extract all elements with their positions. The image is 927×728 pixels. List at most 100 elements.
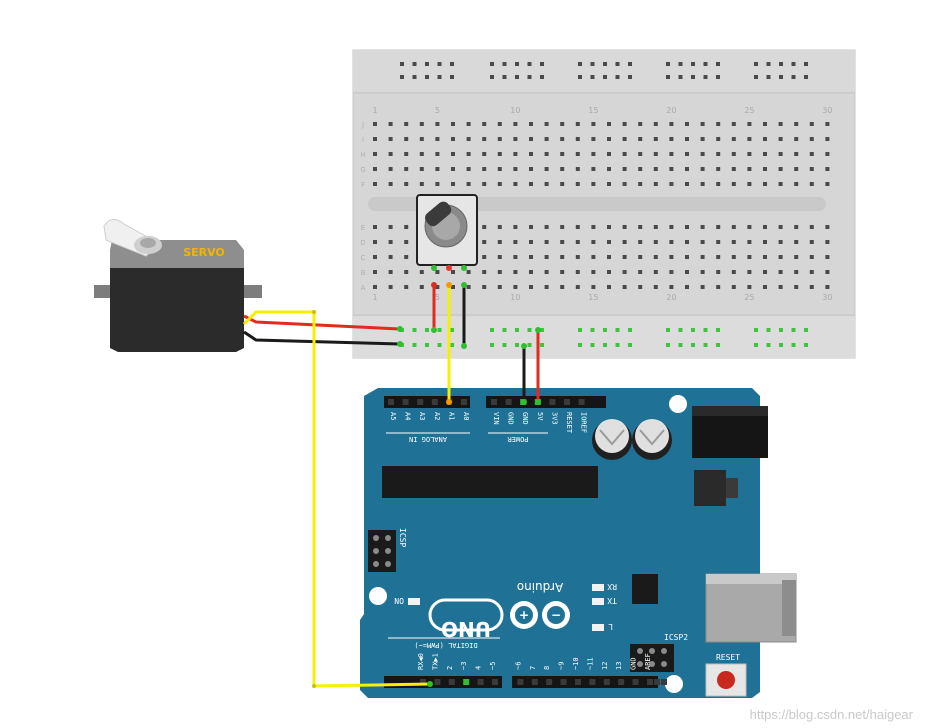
breadboard-hole xyxy=(716,182,721,186)
row-letter: B xyxy=(361,269,366,277)
breadboard-hole xyxy=(607,240,611,244)
breadboard-hole xyxy=(685,122,689,126)
breadboard-hole xyxy=(560,240,565,244)
usb-interface-chip xyxy=(632,574,658,604)
breadboard-hole xyxy=(794,225,799,229)
breadboard-hole xyxy=(700,167,705,171)
pin-label: A2 xyxy=(433,412,441,420)
breadboard-hole xyxy=(388,270,393,274)
arduino-logo: UNO + − Arduino xyxy=(428,580,570,641)
breadboard-hole xyxy=(578,62,582,66)
breadboard-hole xyxy=(763,182,767,186)
breadboard-hole xyxy=(638,255,643,259)
breadboard-hole xyxy=(560,225,565,229)
breadboard-hole xyxy=(529,285,533,289)
breadboard-hole xyxy=(685,225,689,229)
breadboard-hole xyxy=(527,75,532,79)
pin-label: 12 xyxy=(601,662,609,670)
breadboard-hole xyxy=(482,122,487,126)
reset-label: RESET xyxy=(716,653,740,662)
icsp2-pin xyxy=(661,648,667,654)
breadboard-hole xyxy=(544,122,549,126)
breadboard-hole xyxy=(825,167,830,171)
breadboard-hole xyxy=(451,122,455,126)
column-number: 10 xyxy=(510,106,520,115)
breadboard-hole xyxy=(544,167,549,171)
pin-label: A5 xyxy=(389,412,397,420)
breadboard-hole xyxy=(544,255,549,259)
icsp-pin xyxy=(373,535,379,541)
breadboard-hole xyxy=(578,328,582,332)
breadboard-hole xyxy=(373,152,377,156)
breadboard-hole xyxy=(482,240,487,244)
breadboard-hole xyxy=(513,225,518,229)
breadboard-hole xyxy=(482,225,487,229)
breadboard-hole xyxy=(515,343,519,347)
breadboard-hole xyxy=(502,62,507,66)
header-pin xyxy=(578,399,585,405)
breadboard-hole xyxy=(419,167,424,171)
reset-button[interactable] xyxy=(705,663,747,697)
breadboard-hole xyxy=(540,75,544,79)
breadboard-hole xyxy=(778,270,783,274)
breadboard-hole xyxy=(766,75,771,79)
pin-label: TX▶1 xyxy=(431,653,439,670)
breadboard-hole xyxy=(779,62,783,66)
breadboard-hole xyxy=(809,270,814,274)
breadboard-hole xyxy=(638,137,643,141)
breadboard-hole xyxy=(825,152,830,156)
breadboard-hole xyxy=(622,270,627,274)
breadboard-hole xyxy=(716,137,721,141)
breadboard-hole xyxy=(490,75,494,79)
breadboard-hole xyxy=(435,122,440,126)
capacitor xyxy=(592,419,632,460)
breadboard-hole xyxy=(497,152,502,156)
breadboard-hole xyxy=(603,328,607,332)
column-number: 5 xyxy=(435,293,440,302)
breadboard-hole xyxy=(669,167,674,171)
breadboard-hole xyxy=(591,182,596,186)
breadboard-hole xyxy=(607,182,611,186)
breadboard-hole xyxy=(490,62,494,66)
header-pin xyxy=(654,679,660,685)
breadboard-hole xyxy=(515,328,519,332)
breadboard-hole xyxy=(482,270,487,274)
breadboard-hole xyxy=(716,255,721,259)
column-number: 30 xyxy=(822,106,832,115)
breadboard-hole xyxy=(691,62,695,66)
breadboard-hole xyxy=(716,75,720,79)
breadboard-hole xyxy=(622,255,627,259)
breadboard-hole xyxy=(590,62,595,66)
icsp-pin xyxy=(373,548,379,554)
column-number: 25 xyxy=(744,106,754,115)
breadboard-hole xyxy=(747,270,752,274)
breadboard-hole xyxy=(638,225,643,229)
breadboard-hole xyxy=(497,182,502,186)
breadboard-hole xyxy=(653,240,658,244)
header-pin xyxy=(434,679,441,685)
breadboard-hole xyxy=(766,62,771,66)
breadboard-hole xyxy=(502,343,507,347)
breadboard-hole xyxy=(653,255,658,259)
breadboard-hole xyxy=(404,255,409,259)
breadboard-hole xyxy=(763,225,767,229)
breadboard-hole xyxy=(388,152,393,156)
digital-label: DIGITAL (PWM=~) xyxy=(414,641,477,649)
on-led xyxy=(408,598,420,605)
breadboard-hole xyxy=(513,182,518,186)
microcontroller-chip xyxy=(382,466,598,498)
breadboard-hole xyxy=(678,75,683,79)
breadboard-hole xyxy=(482,137,487,141)
breadboard-hole xyxy=(638,240,643,244)
column-number: 15 xyxy=(588,293,598,302)
l-label: L xyxy=(608,622,613,631)
breadboard-hole xyxy=(685,167,689,171)
breadboard-hole xyxy=(669,285,674,289)
pin-label: 3V3 xyxy=(550,412,558,425)
breadboard-hole xyxy=(388,137,393,141)
header-pin xyxy=(589,679,596,685)
breadboard-hole xyxy=(825,137,830,141)
header-pin xyxy=(647,679,653,685)
breadboard-hole xyxy=(425,328,429,332)
